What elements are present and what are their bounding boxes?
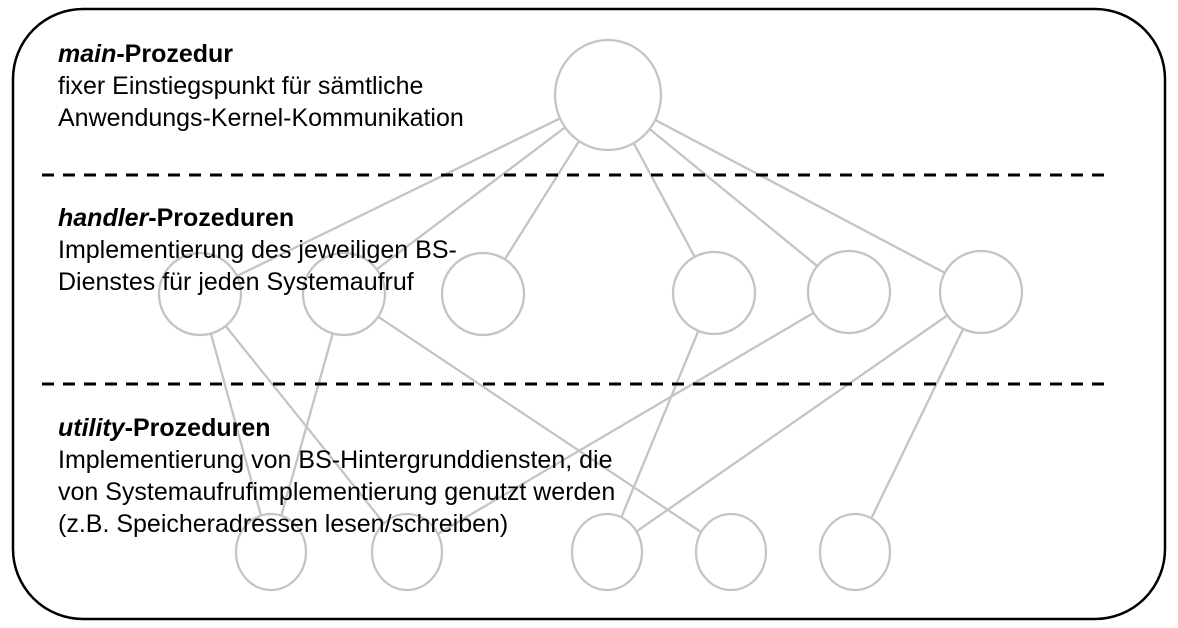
tree-edge-handler-4-utility-3 [605, 292, 716, 553]
tree-node-handler-2 [301, 251, 387, 337]
tree-node-utility-2 [370, 512, 444, 592]
tree-node-main [553, 38, 663, 152]
handler-layer-term: handler [58, 204, 149, 232]
tree-edge-handler-6-utility-3 [606, 291, 982, 553]
tree-edge-main-handler-2 [343, 94, 609, 295]
tree-edge-handler-2-utility-1 [269, 293, 346, 553]
outer-border [11, 7, 1167, 621]
tree-node-handler-6 [938, 249, 1024, 335]
handler-layer-description-line: Dienstes für jeden Systemaufruf [58, 268, 414, 296]
tree-node-handler-3 [440, 251, 526, 337]
tree-edge-handler-2-utility-4 [343, 293, 732, 553]
utility-layer-description-line: (z.B. Speicheradressen lesen/schreiben) [58, 510, 509, 538]
utility-layer-title: utility-Prozeduren [58, 412, 615, 444]
utility-layer-description-line: von Systemaufrufimplementierung genutzt … [58, 478, 616, 506]
main-layer-title: main-Prozedur [58, 38, 464, 70]
tree-edge-handler-1-utility-2 [199, 293, 408, 553]
tree-edge-main-handler-6 [607, 93, 982, 294]
utility-layer-suffix: -Prozeduren [124, 414, 271, 442]
tree-edge-handler-1-utility-1 [198, 293, 273, 553]
tree-node-utility-4 [694, 512, 768, 592]
main-layer-label: main-Prozedur fixer Einstiegspunkt für s… [58, 38, 464, 134]
tree-edge-handler-5-utility-2 [406, 291, 850, 553]
main-layer-term: main [58, 40, 117, 68]
tree-edge-main-handler-1 [199, 93, 609, 296]
tree-node-utility-1 [234, 512, 308, 592]
main-layer-description-line: Anwendungs-Kernel-Kommunikation [58, 104, 464, 132]
handler-layer-title: handler-Prozeduren [58, 202, 457, 234]
main-layer-description-line: fixer Einstiegspunkt für sämtliche [58, 72, 424, 100]
tree-node-handler-1 [157, 251, 243, 337]
main-layer-suffix: -Prozedur [116, 40, 234, 68]
tree-node-utility-3 [570, 512, 644, 592]
utility-layer-description-line: Implementierung von BS-Hintergrunddienst… [58, 446, 613, 474]
utility-layer-label: utility-Prozeduren Implementierung von B… [58, 412, 615, 540]
handler-layer-suffix: -Prozeduren [148, 204, 295, 232]
handler-layer-description-line: Implementierung des jeweiligen BS- [58, 236, 457, 264]
tree-node-utility-5 [818, 512, 892, 592]
handler-layer-label: handler-Prozeduren Implementierung des j… [58, 202, 457, 298]
tree-edge-handler-6-utility-5 [853, 291, 983, 553]
utility-layer-term: utility [58, 414, 125, 442]
tree-node-handler-5 [806, 249, 892, 335]
tree-node-handler-4 [671, 250, 757, 336]
